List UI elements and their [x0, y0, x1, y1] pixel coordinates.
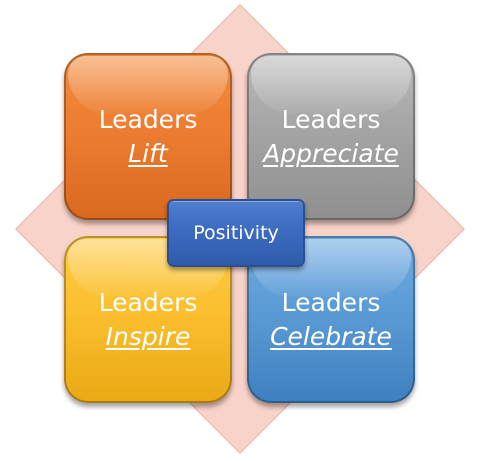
quadrant-word: Inspire [105, 321, 191, 351]
quadrant-prefix: Leaders [281, 104, 381, 134]
quadrant-prefix: Leaders [98, 287, 198, 317]
center-positivity-box: Positivity [167, 199, 305, 267]
quadrant-leaders-celebrate: Leaders Celebrate [247, 236, 415, 403]
quadrant-leaders-lift: Leaders Lift [64, 53, 232, 220]
quadrant-word: Celebrate [270, 321, 392, 351]
quadrant-leaders-appreciate: Leaders Appreciate [247, 53, 415, 220]
quadrant-prefix: Leaders [281, 287, 381, 317]
center-label: Positivity [193, 222, 279, 244]
quadrant-word: Lift [128, 138, 168, 168]
quadrant-prefix: Leaders [98, 104, 198, 134]
quadrant-word: Appreciate [263, 138, 399, 168]
